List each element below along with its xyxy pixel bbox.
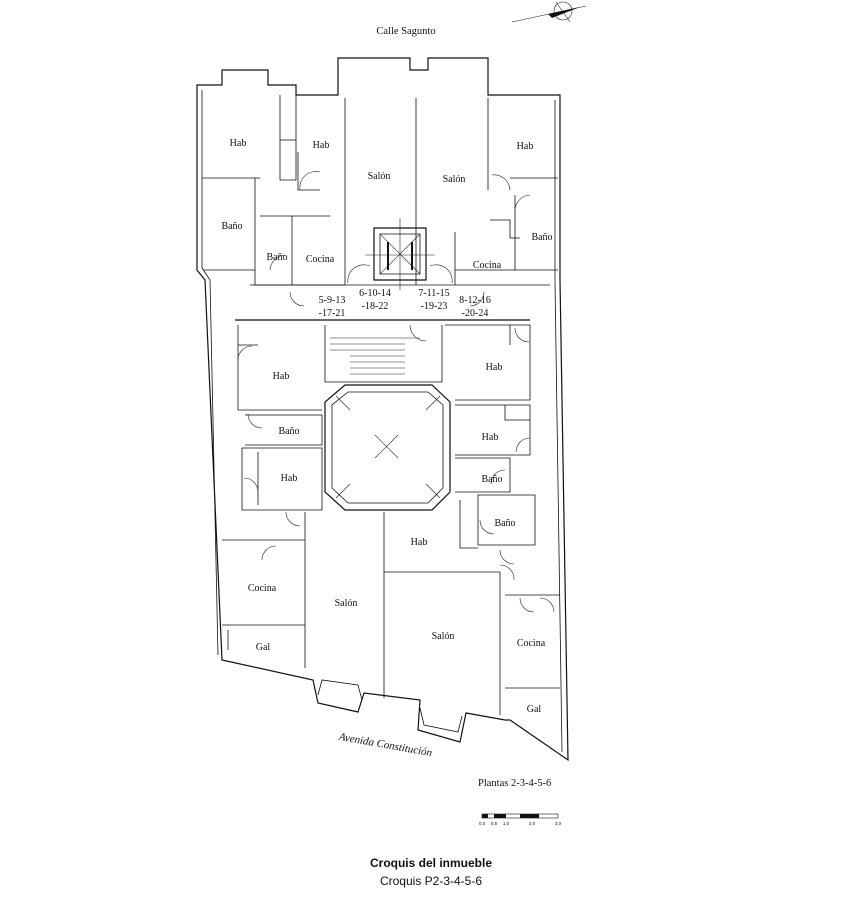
door-number: 7-11-15: [418, 288, 449, 299]
door-number: 8-12-16: [459, 295, 491, 306]
central-core: [235, 319, 530, 511]
south-facade: [317, 679, 463, 733]
caption-title: Croquis del inmueble: [369, 856, 492, 870]
floors-label: Plantas 2-3-4-5-6: [478, 778, 552, 789]
room-label: Hab: [230, 138, 247, 149]
room-label: Cocina: [473, 260, 502, 271]
room-label: Hab: [486, 362, 503, 373]
door-number: 5-9-13: [319, 295, 346, 306]
scale-tick: 0,0: [479, 821, 486, 826]
room-label: Hab: [482, 432, 499, 443]
room-label: Hab: [313, 140, 330, 151]
room-label: Hab: [517, 141, 534, 152]
room-label: Salón: [335, 598, 358, 609]
room-label: Gal: [527, 704, 542, 715]
stairs-icon: [330, 337, 420, 375]
middle-apartments: [222, 324, 560, 715]
door-number: 6-10-14: [359, 288, 391, 299]
scale-bar: 0,0 0,5 1,0 2,0 3,0: [479, 813, 562, 826]
building-outline: [196, 57, 569, 762]
north-arrow-icon: [511, 1, 587, 23]
door-numbers: 5-9-13 -17-21 6-10-14 -18-22 7-11-15 -19…: [319, 288, 491, 319]
room-label: Cocina: [517, 638, 546, 649]
room-label: Hab: [273, 371, 290, 382]
door-number: -19-23: [421, 301, 448, 312]
patio-cross-icon: [335, 395, 441, 499]
door-number: -20-24: [462, 308, 489, 319]
room-label: Baño: [278, 426, 299, 437]
scale-tick: 3,0: [555, 821, 562, 826]
scale-tick: 2,0: [529, 821, 536, 826]
room-label: Cocina: [306, 254, 335, 265]
room-label: Salón: [368, 171, 391, 182]
room-label: Salón: [443, 174, 466, 185]
street-south-label: Avenida Constitución: [337, 731, 434, 759]
room-label: Hab: [411, 537, 428, 548]
room-label: Cocina: [248, 583, 277, 594]
upper-apartments: [202, 95, 558, 307]
scale-tick: 1,0: [503, 821, 510, 826]
room-label: Baño: [531, 232, 552, 243]
room-label: Hab: [281, 473, 298, 484]
room-label: Baño: [221, 221, 242, 232]
room-label: Salón: [432, 631, 455, 642]
street-north-label: Calle Sagunto: [376, 26, 435, 37]
door-number: -17-21: [319, 308, 346, 319]
caption-subtitle: Croquis P2-3-4-5-6: [379, 874, 483, 888]
room-label: Gal: [256, 642, 271, 653]
scale-tick: 0,5: [491, 821, 498, 826]
room-label: Baño: [494, 518, 515, 529]
room-labels: Hab Hab Salón Salón Hab Baño Baño Cocina…: [221, 138, 552, 715]
door-number: -18-22: [362, 301, 389, 312]
room-label: Baño: [481, 474, 502, 485]
room-label: Baño: [266, 252, 287, 263]
